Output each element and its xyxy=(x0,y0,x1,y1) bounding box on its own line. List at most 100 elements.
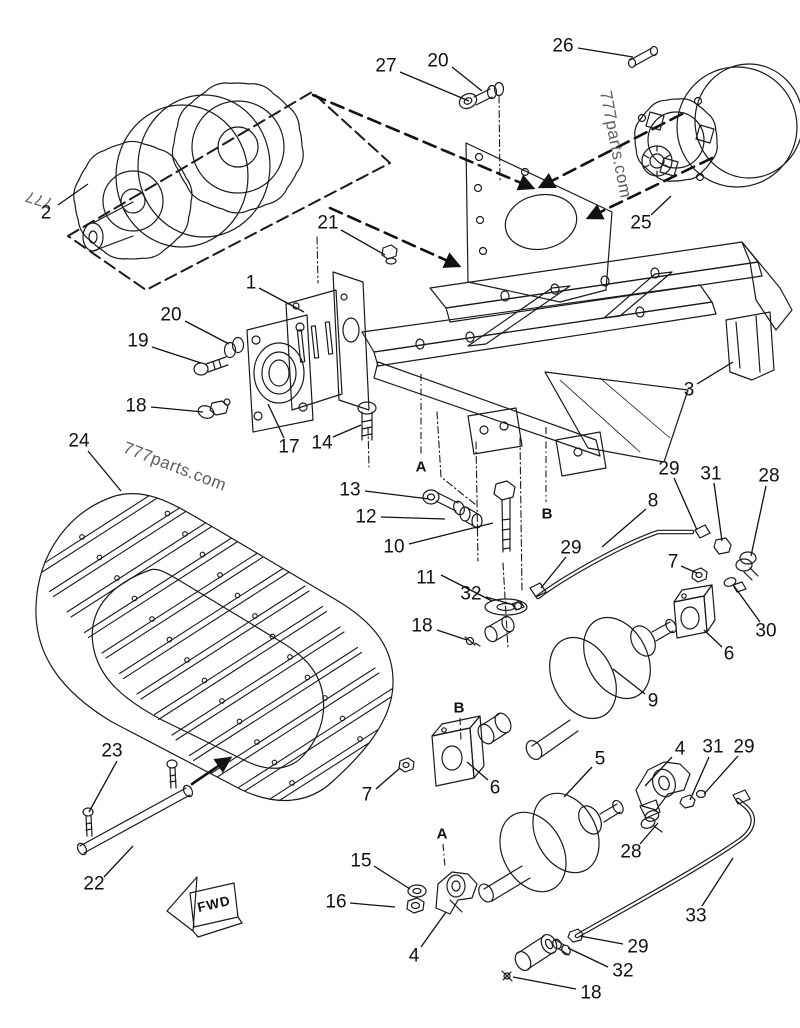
callout-label-26: 26 xyxy=(552,36,573,57)
bolt-21 xyxy=(381,244,398,265)
construction-lines xyxy=(67,91,714,786)
clamp-32-upper xyxy=(511,600,525,611)
watermark-text: 777parts.com xyxy=(121,438,230,495)
bolt-13 xyxy=(422,489,465,516)
fitting-12 xyxy=(459,506,483,529)
watermark-text: 777parts.com xyxy=(596,89,635,200)
bolt-23b xyxy=(166,759,178,789)
callout-leader xyxy=(612,668,646,695)
callout-label-8: 8 xyxy=(648,491,659,512)
grease-fitting-18-bottom xyxy=(501,970,513,982)
fitting-28 xyxy=(739,551,757,565)
callout-label-15: 15 xyxy=(350,851,371,872)
callout-leader xyxy=(332,424,362,438)
callout-label-22: 22 xyxy=(83,874,104,895)
callout-label-2: 2 xyxy=(41,203,52,224)
callout-leader xyxy=(440,574,493,602)
nut-16 xyxy=(406,897,425,914)
callout-label-1: 1 xyxy=(246,273,257,294)
callout-leader xyxy=(151,346,202,364)
callout-label-18: 18 xyxy=(125,396,146,417)
roller-9 xyxy=(525,616,677,761)
ref-letter-B: B xyxy=(542,506,553,523)
callout-leader xyxy=(563,766,593,798)
callout-label-3: 3 xyxy=(684,380,695,401)
sprocket-wheel-right xyxy=(171,82,304,214)
callout-leader xyxy=(349,902,396,908)
callout-label-18: 18 xyxy=(580,983,601,1004)
callout-leader xyxy=(150,406,204,413)
ref-letter-A: A xyxy=(437,826,448,843)
frame-mount-pad xyxy=(555,431,607,477)
callout-label-28: 28 xyxy=(620,842,641,863)
connector-31 xyxy=(713,537,732,555)
frame-crossmember xyxy=(467,285,571,347)
callout-leader xyxy=(540,556,567,589)
callout-label-31: 31 xyxy=(700,464,721,485)
callout-leader xyxy=(399,71,470,102)
callout-label-17: 17 xyxy=(278,437,299,458)
callout-label-33: 33 xyxy=(685,906,706,927)
callout-leader xyxy=(639,822,659,845)
callout-leader xyxy=(373,865,411,890)
callout-leader xyxy=(380,516,446,520)
callout-label-28: 28 xyxy=(758,466,779,487)
plate-opening xyxy=(504,193,578,251)
sprocket-assembly-2 xyxy=(73,82,304,260)
frame-sled-tip xyxy=(741,241,793,331)
callout-label-29: 29 xyxy=(733,737,754,758)
callout-label-20: 20 xyxy=(427,51,448,72)
callout-label-12: 12 xyxy=(355,507,376,528)
hose-end-fitting xyxy=(732,789,751,805)
bolt-23 xyxy=(82,807,94,837)
bolt-10 xyxy=(493,480,516,553)
callout-leader xyxy=(703,629,723,648)
dashed-box-item2 xyxy=(67,91,391,291)
callout-leader xyxy=(567,947,609,968)
bracket-4-right xyxy=(635,761,691,819)
plug-7-lower xyxy=(398,757,415,773)
sprocket-wheel-left xyxy=(73,140,193,260)
tube-end-fitting-29 xyxy=(529,582,547,598)
frame-crossmember xyxy=(603,271,673,319)
callout-label-5: 5 xyxy=(595,749,606,770)
bushing-9 xyxy=(477,712,512,745)
track-24 xyxy=(35,493,394,802)
callout-leader xyxy=(364,490,430,500)
tube-8 xyxy=(529,529,695,600)
fitting-30 xyxy=(723,577,737,587)
roller-5 xyxy=(478,792,624,903)
frame-guard xyxy=(544,371,689,463)
gasket-1 xyxy=(285,289,343,411)
frame-end-plate xyxy=(332,271,370,411)
callout-label-16: 16 xyxy=(325,892,346,913)
connector-31-lower xyxy=(679,794,696,809)
callout-label-7: 7 xyxy=(362,785,373,806)
callout-leader xyxy=(701,857,734,907)
callout-label-6: 6 xyxy=(490,778,501,799)
fwd-arrow: FWD xyxy=(166,876,243,938)
callout-label-29: 29 xyxy=(658,459,679,480)
callout-leader xyxy=(258,287,305,313)
frame-lower-beam xyxy=(373,361,601,457)
callout-label-30: 30 xyxy=(755,621,776,642)
callout-leader xyxy=(673,477,698,531)
plug-7-upper xyxy=(691,567,708,583)
callout-label-11: 11 xyxy=(416,568,436,589)
washer-29-lower xyxy=(695,789,707,799)
callout-leader xyxy=(57,183,89,206)
callout-leader xyxy=(689,756,710,801)
callout-leader xyxy=(579,935,624,945)
callout-label-7: 7 xyxy=(668,552,679,573)
frame-end-bracket xyxy=(725,311,775,381)
callout-label-31: 31 xyxy=(702,737,723,758)
callout-leader xyxy=(184,320,230,345)
washers-20 xyxy=(223,336,245,359)
callout-leader xyxy=(267,403,285,439)
callout-label-4: 4 xyxy=(409,946,420,967)
callout-label-18: 18 xyxy=(411,616,432,637)
callout-leader xyxy=(420,911,447,948)
callout-leader xyxy=(696,361,734,385)
callout-label-29: 29 xyxy=(627,937,648,958)
hose-33 xyxy=(574,789,755,939)
